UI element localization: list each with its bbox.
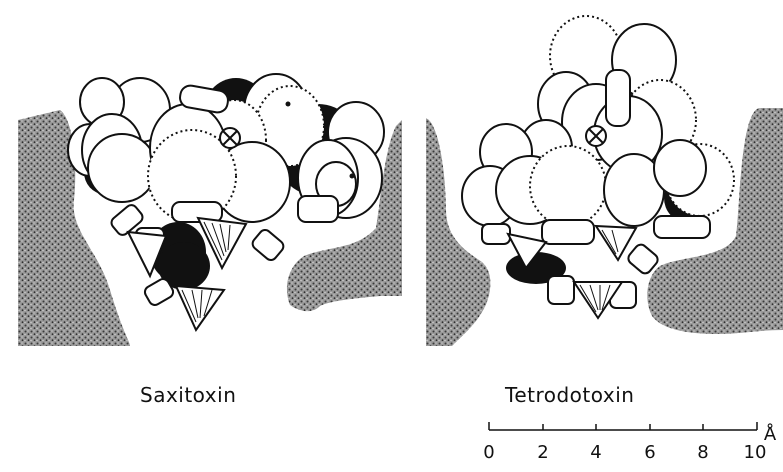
saxitoxin-caption: Saxitoxin (140, 383, 236, 407)
dot-marker-2 (286, 102, 291, 107)
scale-tick-label: 8 (688, 442, 718, 463)
atom-spheres (462, 16, 734, 226)
scale-tick-label: 2 (528, 442, 558, 463)
scale-tick-label: 10 (740, 442, 770, 463)
dot-marker (350, 174, 355, 179)
tetrodotoxin-caption: Tetrodotoxin (505, 383, 634, 407)
scale-bar (489, 422, 757, 430)
crossed-atom-marker (220, 128, 240, 148)
tetrodotoxin-panel (426, 16, 783, 346)
scale-tick-label: 6 (635, 442, 665, 463)
saxitoxin-panel (18, 74, 402, 346)
crossed-atom-marker (586, 126, 606, 146)
scale-tick-label: 4 (581, 442, 611, 463)
scale-unit-label: Å (760, 424, 780, 445)
scale-tick-label: 0 (474, 442, 504, 463)
